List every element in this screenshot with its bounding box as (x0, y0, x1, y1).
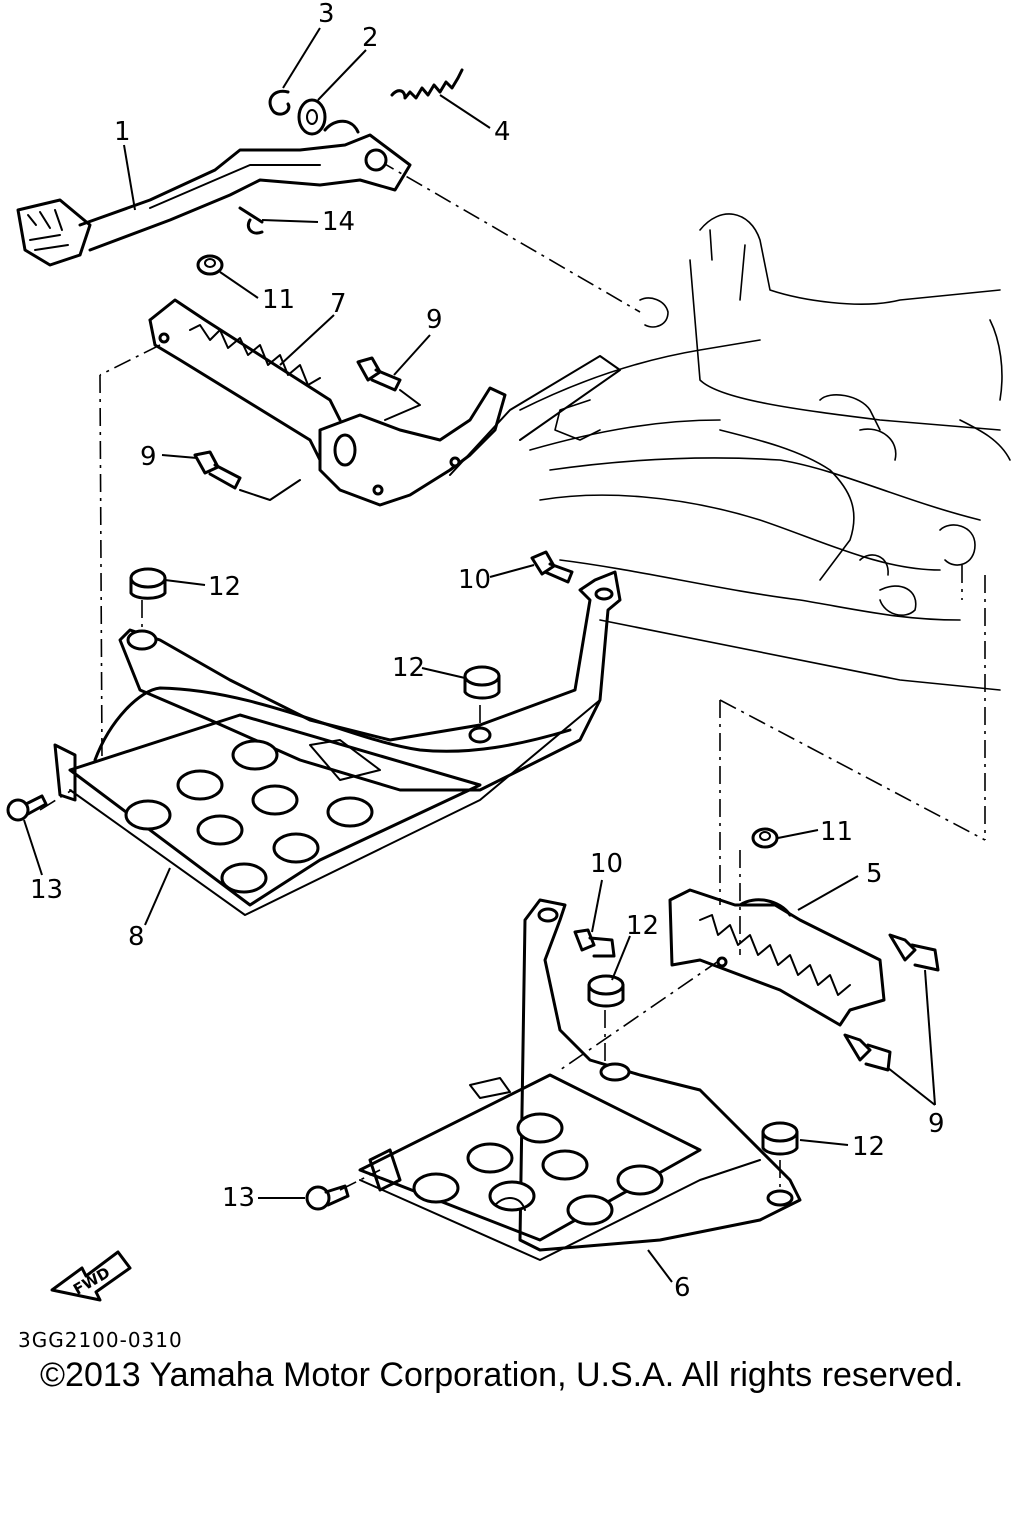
return-spring (390, 68, 464, 100)
bolt-9-right-a (888, 933, 940, 972)
assembly-lines (39, 159, 986, 1195)
diagram-code: 3GG2100-0310 (18, 1328, 183, 1352)
small-hardware (238, 68, 464, 235)
callout-labels: 3 2 4 1 14 11 7 9 9 12 10 12 13 8 11 5 1… (30, 0, 945, 1303)
callout-2: 2 (362, 23, 379, 53)
callout-13-left: 13 (30, 875, 63, 905)
nut-11-right (751, 827, 779, 849)
callout-5: 5 (866, 859, 883, 889)
grommet-12-d (761, 1121, 799, 1156)
callout-12-a: 12 (208, 572, 241, 602)
bolt-9-top (356, 356, 402, 392)
cotter-pin (238, 206, 264, 235)
grommet-12-c (587, 974, 625, 1008)
callout-6: 6 (674, 1273, 691, 1303)
callout-8: 8 (128, 922, 145, 952)
callout-1: 1 (114, 117, 131, 147)
left-footrest-bracket (148, 298, 507, 507)
screw-13-bottom (305, 1184, 350, 1211)
frame-outline (519, 213, 1011, 691)
bolt-10-right (573, 928, 616, 958)
right-footrest-bracket (668, 888, 886, 1027)
callout-7: 7 (330, 289, 347, 319)
bolt-10-top (530, 550, 574, 584)
callout-12-b: 12 (392, 653, 425, 683)
fwd-label: FWD (70, 1263, 113, 1298)
e-clip (268, 89, 291, 116)
grommet-12-a (129, 567, 167, 600)
left-footboard (53, 570, 622, 916)
callout-11-top: 11 (262, 285, 295, 315)
grommet-12-b (463, 665, 501, 700)
copyright-notice: ©2013 Yamaha Motor Corporation, U.S.A. A… (40, 1356, 964, 1394)
callout-11-right: 11 (820, 817, 853, 847)
brake-pedal (16, 119, 412, 267)
bolt-9-mid (193, 450, 242, 490)
callout-12-d: 12 (852, 1132, 885, 1162)
screw-13-left (6, 794, 48, 822)
right-footboard (358, 898, 802, 1261)
callout-10-top: 10 (458, 565, 491, 595)
nut-11-top (196, 254, 224, 276)
callout-9-top: 9 (426, 305, 443, 335)
fwd-arrow-icon: FWD (50, 1250, 132, 1302)
leader-lines (23, 27, 936, 1283)
callout-4: 4 (494, 117, 511, 147)
callout-3: 3 (318, 0, 335, 29)
callout-12-c: 12 (626, 911, 659, 941)
callout-14: 14 (322, 207, 355, 237)
callout-13-bottom: 13 (222, 1183, 255, 1213)
callout-10-right: 10 (590, 849, 623, 879)
washer (297, 98, 327, 136)
callout-9-right: 9 (928, 1109, 945, 1139)
bolt-9-right-b (843, 1033, 892, 1072)
callout-9-left: 9 (140, 442, 157, 472)
